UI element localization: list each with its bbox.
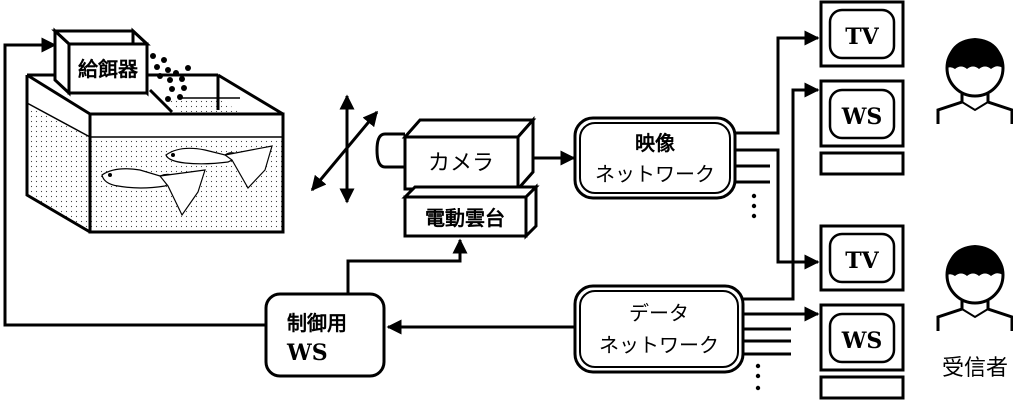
video-more-outputs-ellipsis: [751, 193, 757, 219]
pan-tilt-label: 電動雲台: [425, 206, 505, 230]
receiver-label: 受信者: [942, 356, 1008, 381]
video-network-label-2: ネットワーク: [595, 162, 715, 186]
video-to-tv2-line: [735, 148, 820, 270]
tv-monitor: TV: [819, 0, 905, 68]
tv-label: TV: [845, 24, 879, 50]
fish-icon: [101, 168, 206, 217]
pan-tilt-head: 電動雲台: [401, 183, 540, 240]
receiver-group-1: TV WS: [819, 0, 1013, 176]
aquarium: [25, 73, 285, 234]
aquarium-water-top: [165, 98, 240, 112]
camera: カメラ: [375, 116, 537, 193]
tv-monitor: TV: [819, 224, 905, 292]
control-ws-label-1: 制御用: [287, 311, 347, 335]
food-pellets: [150, 53, 191, 102]
receiver-group-2: TV WS 受信者: [819, 224, 1013, 400]
ws-label: WS: [841, 104, 883, 130]
control-ws-label-2: WS: [286, 340, 328, 366]
video-network-label-1: 映像: [635, 131, 676, 155]
feeder-label: 給餌器: [78, 57, 139, 81]
control-ws: 制御用 WS: [264, 292, 386, 378]
ws-monitor: WS: [819, 303, 905, 400]
person-icon: [936, 38, 1013, 124]
person-icon: [936, 245, 1013, 331]
data-network: データ ネットワーク: [573, 284, 745, 374]
fish-icon: [165, 145, 273, 190]
data-to-ws1-line: [743, 82, 820, 301]
ws-label: WS: [841, 328, 883, 354]
camera-label: カメラ: [428, 151, 494, 176]
pan-tilt-motion-icon: [310, 94, 379, 204]
keyboard-icon: [819, 375, 905, 400]
keyboard-icon: [819, 151, 905, 176]
data-network-label-1: データ: [629, 301, 689, 325]
control-to-feeder-line: [3, 37, 266, 327]
feeder: 給餌器: [51, 27, 151, 97]
control-ws-to-pan-tilt-line: [346, 238, 468, 294]
tv-label: TV: [845, 248, 879, 274]
aquarium-water-side: [27, 105, 90, 232]
data-more-outputs-ellipsis: [755, 363, 761, 391]
video-to-tv1-line: [735, 30, 820, 135]
video-network: 映像 ネットワーク: [573, 116, 737, 200]
data-network-label-2: ネットワーク: [599, 333, 719, 357]
ws-monitor: WS: [819, 79, 905, 176]
